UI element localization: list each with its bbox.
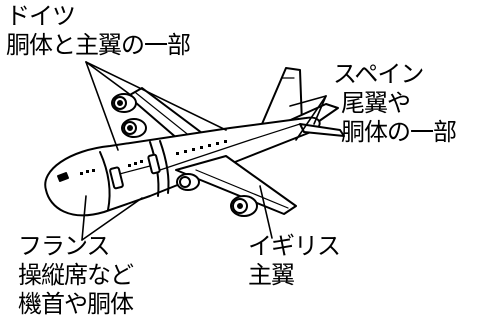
label-germany-part: 胴体と主翼の一部	[6, 31, 191, 59]
mid-door	[147, 153, 161, 175]
section-line-2	[159, 140, 170, 194]
engine-lower-2	[230, 195, 258, 217]
label-uk-country: イギリス	[248, 232, 341, 260]
label-spain-part-1: 尾翼や	[341, 89, 411, 117]
label-france-country: フランス	[18, 232, 111, 260]
label-france: フランス 操縦席など 機首や胴体	[18, 232, 134, 319]
label-germany-country: ドイツ	[6, 2, 76, 30]
cabin-windows	[80, 140, 227, 175]
fuselage	[44, 116, 321, 217]
label-germany: ドイツ 胴体と主翼の一部	[6, 2, 191, 60]
label-spain-part-2: 胴体の一部	[341, 118, 457, 146]
cockpit-line	[99, 151, 111, 211]
leader-lines	[81, 61, 327, 241]
fuselage-stripe	[159, 123, 301, 171]
engine-upper-1	[111, 93, 137, 113]
label-uk: イギリス 主翼	[248, 232, 341, 290]
label-uk-part: 主翼	[248, 261, 295, 289]
label-france-part-2: 機首や胴体	[18, 290, 134, 318]
cockpit-window	[57, 172, 69, 182]
upper-wing-edge	[135, 92, 197, 142]
label-france-part-1: 操縦席など	[18, 261, 134, 289]
tail-fin	[261, 67, 303, 125]
front-door	[109, 166, 124, 190]
lower-wing-edge	[195, 169, 289, 209]
engine-lower-1	[176, 173, 200, 191]
label-spain: スペイン 尾翼や 胴体の一部	[333, 60, 457, 147]
label-spain-country: スペイン	[333, 60, 424, 88]
engine-upper-2	[121, 118, 147, 138]
